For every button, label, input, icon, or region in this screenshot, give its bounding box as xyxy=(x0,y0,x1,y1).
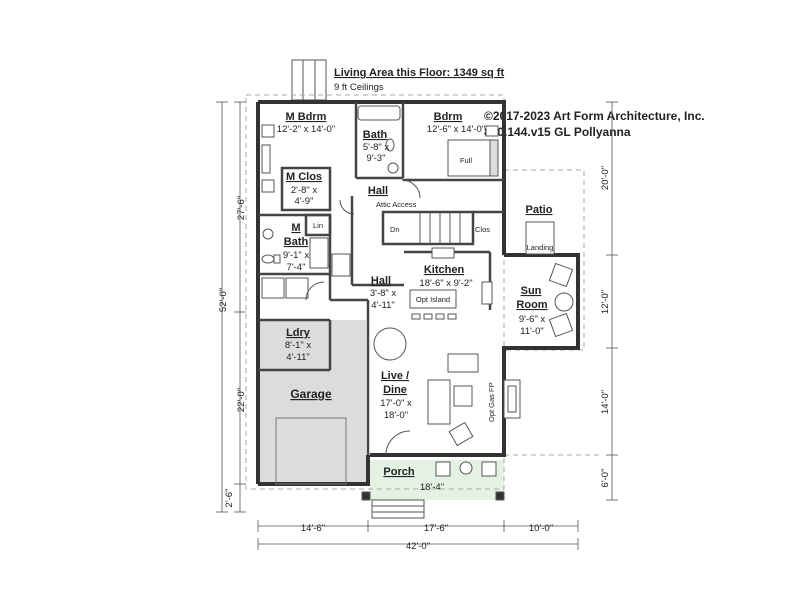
room-hall-lower-dims-1: 3'-8" x xyxy=(370,288,397,299)
bed-size-label: Full xyxy=(460,156,472,165)
dim-right-bottom: 6'-0" xyxy=(600,469,611,488)
dim-left-middle: 22'-0" xyxy=(236,388,247,412)
linen-closet-label: Lin xyxy=(313,221,323,230)
room-sun-room-name-2: Room xyxy=(516,299,547,311)
plan-identifier: 880.144.v15 GL Pollyanna xyxy=(484,125,631,139)
room-hall-lower-name: Hall xyxy=(371,275,391,287)
room-sun-room-dims-1: 9'-6" x xyxy=(519,314,546,325)
room-m-bath-dims-1: 9'-1" x xyxy=(283,250,310,261)
room-hall-lower-dims-2: 4'-11" xyxy=(371,300,395,311)
room-hall-upper-name: Hall xyxy=(368,185,388,197)
room-live-dine-dims-2: 18'-0" xyxy=(384,410,408,421)
room-sun-room-dims-2: 11'-0" xyxy=(520,326,544,337)
roof-vent xyxy=(291,59,327,101)
opt-gas-fp-label: Opt Gas FP xyxy=(487,382,496,422)
room-bath-name: Bath xyxy=(363,129,388,141)
dim-right-mid: 12'-0" xyxy=(600,290,611,314)
room-bath-dims-1: 5'-8" x xyxy=(363,142,390,153)
room-live-dine-name-1: Live / xyxy=(381,370,409,382)
garage-floor-fill xyxy=(258,320,366,482)
dim-bottom-3: 10'-0" xyxy=(529,523,553,534)
room-sun-room-name-1: Sun xyxy=(521,285,542,297)
room-live-dine-name-2: Dine xyxy=(383,384,407,396)
room-ldry-dims-1: 8'-1" x xyxy=(285,340,312,351)
area-patio-name: Patio xyxy=(526,204,553,216)
room-ldry-dims-2: 4'-11" xyxy=(286,352,310,363)
room-m-bdrm-dims: 12'-2" x 14'-0" xyxy=(277,124,335,135)
room-kitchen-name: Kitchen xyxy=(424,264,465,276)
room-m-bath-name-1: M xyxy=(291,222,300,234)
dim-left-lower: 2'-6" xyxy=(224,489,235,508)
area-porch-name: Porch xyxy=(383,466,414,478)
dim-left-overall: 52'-0" xyxy=(218,288,229,312)
room-m-bath-dims-2: 7'-4" xyxy=(287,262,306,273)
copyright-notice: ©2017-2023 Art Form Architecture, Inc. xyxy=(484,109,705,123)
attic-access-label: Attic Access xyxy=(376,200,417,209)
fixtures xyxy=(261,105,574,519)
room-ldry-name: Ldry xyxy=(286,327,311,339)
area-porch-dims: 18'-4" xyxy=(420,482,444,493)
room-m-bdrm-name: M Bdrm xyxy=(286,111,327,123)
dim-right-lower: 14'-0" xyxy=(600,390,611,414)
exterior-walls xyxy=(256,100,580,486)
dim-right-upper: 20'-0" xyxy=(600,166,611,190)
opt-island-label: Opt Island xyxy=(416,295,450,304)
room-live-dine-dims-1: 17'-0" x xyxy=(380,398,412,409)
room-m-clos-name: M Clos xyxy=(286,171,322,183)
stair-down-label: Dn xyxy=(390,225,400,234)
ceiling-note: 9 ft Ceilings xyxy=(334,82,384,93)
dim-bottom-1: 14'-6" xyxy=(301,523,325,534)
room-m-bath-name-2: Bath xyxy=(284,236,309,248)
room-bdrm-name: Bdrm xyxy=(434,111,463,123)
closet-label: Clos xyxy=(475,225,490,234)
landing-label: Landing xyxy=(527,243,554,252)
dim-left-upper: 27'-6" xyxy=(236,196,247,220)
room-garage-name: Garage xyxy=(290,387,332,401)
dim-bottom-2: 17'-6" xyxy=(424,523,448,534)
dim-bottom-overall: 42'-0" xyxy=(406,541,430,552)
room-m-clos-dims-1: 2'-8" x xyxy=(291,185,318,196)
room-kitchen-dims: 18'-6" x 9'-2" xyxy=(419,278,472,289)
dimension-lines xyxy=(216,101,618,550)
room-bath-dims-2: 9'-3" xyxy=(367,153,386,164)
room-m-clos-dims-2: 4'-9" xyxy=(295,196,314,207)
living-area-title: Living Area this Floor: 1349 sq ft xyxy=(334,67,504,79)
room-bdrm-dims: 12'-6" x 14'-0" xyxy=(427,124,485,135)
